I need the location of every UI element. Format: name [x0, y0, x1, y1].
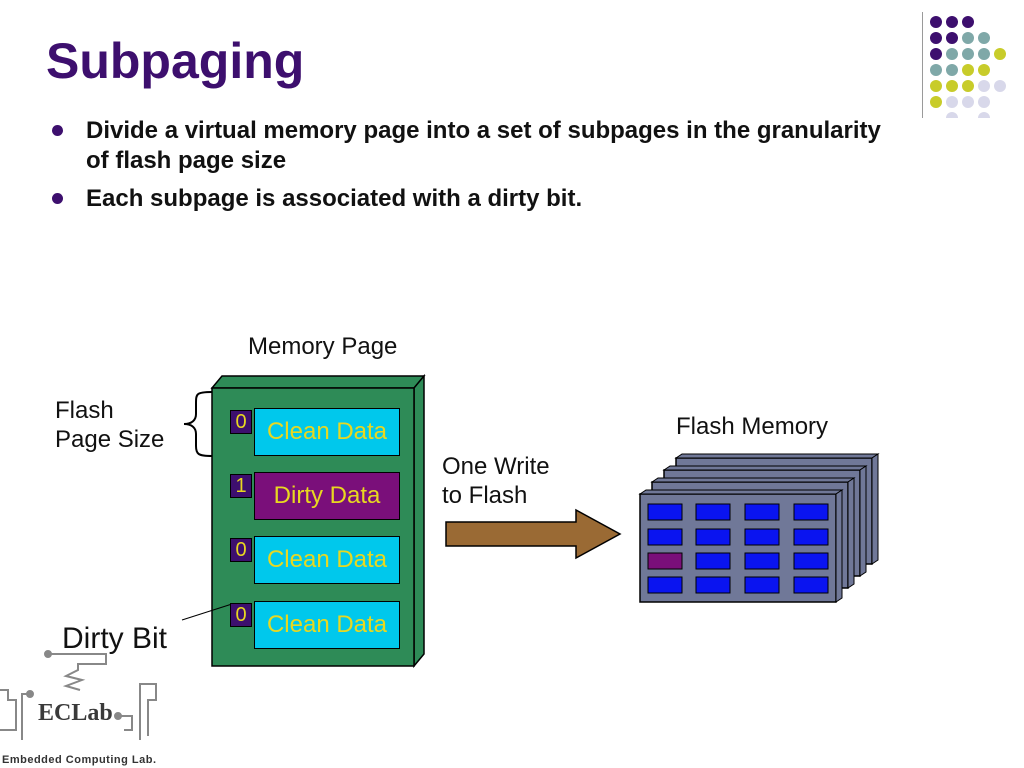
dirty-bit-pointer — [181, 603, 233, 621]
flash-cell-dirty — [647, 552, 683, 570]
arrow-label-line2: to Flash — [442, 482, 528, 509]
slide-title: Subpaging — [46, 33, 305, 89]
dirty-bit-value: 1 — [230, 474, 252, 498]
flash-cell — [744, 528, 780, 546]
subpage-cell: Clean Data — [254, 536, 400, 584]
flash-cell — [793, 528, 829, 546]
eclab-subtitle: Embedded Computing Lab. — [2, 754, 157, 766]
flash-cell — [793, 576, 829, 594]
eclab-logo-text: ECLab — [38, 700, 113, 726]
bullet-text: Divide a virtual memory page into a set … — [86, 117, 881, 174]
bullet-item: Divide a virtual memory page into a set … — [50, 116, 900, 176]
bullet-dot-icon — [52, 125, 63, 136]
flash-cell — [647, 503, 683, 521]
decorative-dot-grid — [928, 14, 1024, 118]
eclab-logo-icon — [0, 650, 157, 740]
flash-cell — [647, 528, 683, 546]
flash-cell — [744, 552, 780, 570]
arrow-label-line1: One Write — [442, 453, 550, 480]
flash-cell — [744, 503, 780, 521]
dirty-bit-value: 0 — [230, 410, 252, 434]
subpage-cell: Clean Data — [254, 408, 400, 456]
flash-memory-label: Flash Memory — [676, 413, 829, 440]
dirty-bit-value: 0 — [230, 538, 252, 562]
flash-cell — [647, 576, 683, 594]
flash-cell — [695, 503, 731, 521]
arrow-label: One Write to Flash — [442, 452, 550, 510]
flash-page-size-line1: Flash — [55, 397, 114, 424]
bullet-text: Each subpage is associated with a dirty … — [86, 185, 583, 212]
flash-cell — [695, 576, 731, 594]
brace-icon — [183, 391, 213, 457]
write-arrow-icon — [445, 508, 622, 560]
bullet-item: Each subpage is associated with a dirty … — [50, 184, 900, 214]
subpage-cell-dirty: Dirty Data — [254, 472, 400, 520]
flash-page-size-label: Flash Page Size — [55, 396, 164, 454]
flash-cell — [695, 528, 731, 546]
subpage-cell: Clean Data — [254, 601, 400, 649]
memory-page-side-face — [413, 373, 425, 669]
bullet-list: Divide a virtual memory page into a set … — [50, 116, 900, 222]
bullet-dot-icon — [52, 193, 63, 204]
flash-cell — [695, 552, 731, 570]
flash-cell — [744, 576, 780, 594]
flash-memory-stack — [638, 453, 880, 603]
dirty-bit-value: 0 — [230, 603, 252, 627]
flash-cell — [793, 503, 829, 521]
header-divider — [922, 12, 923, 118]
dirty-bit-label: Dirty Bit — [62, 622, 167, 655]
memory-page-top-face — [210, 375, 426, 389]
flash-page-size-line2: Page Size — [55, 426, 165, 453]
memory-page-label: Memory Page — [248, 333, 398, 360]
flash-cell — [793, 552, 829, 570]
